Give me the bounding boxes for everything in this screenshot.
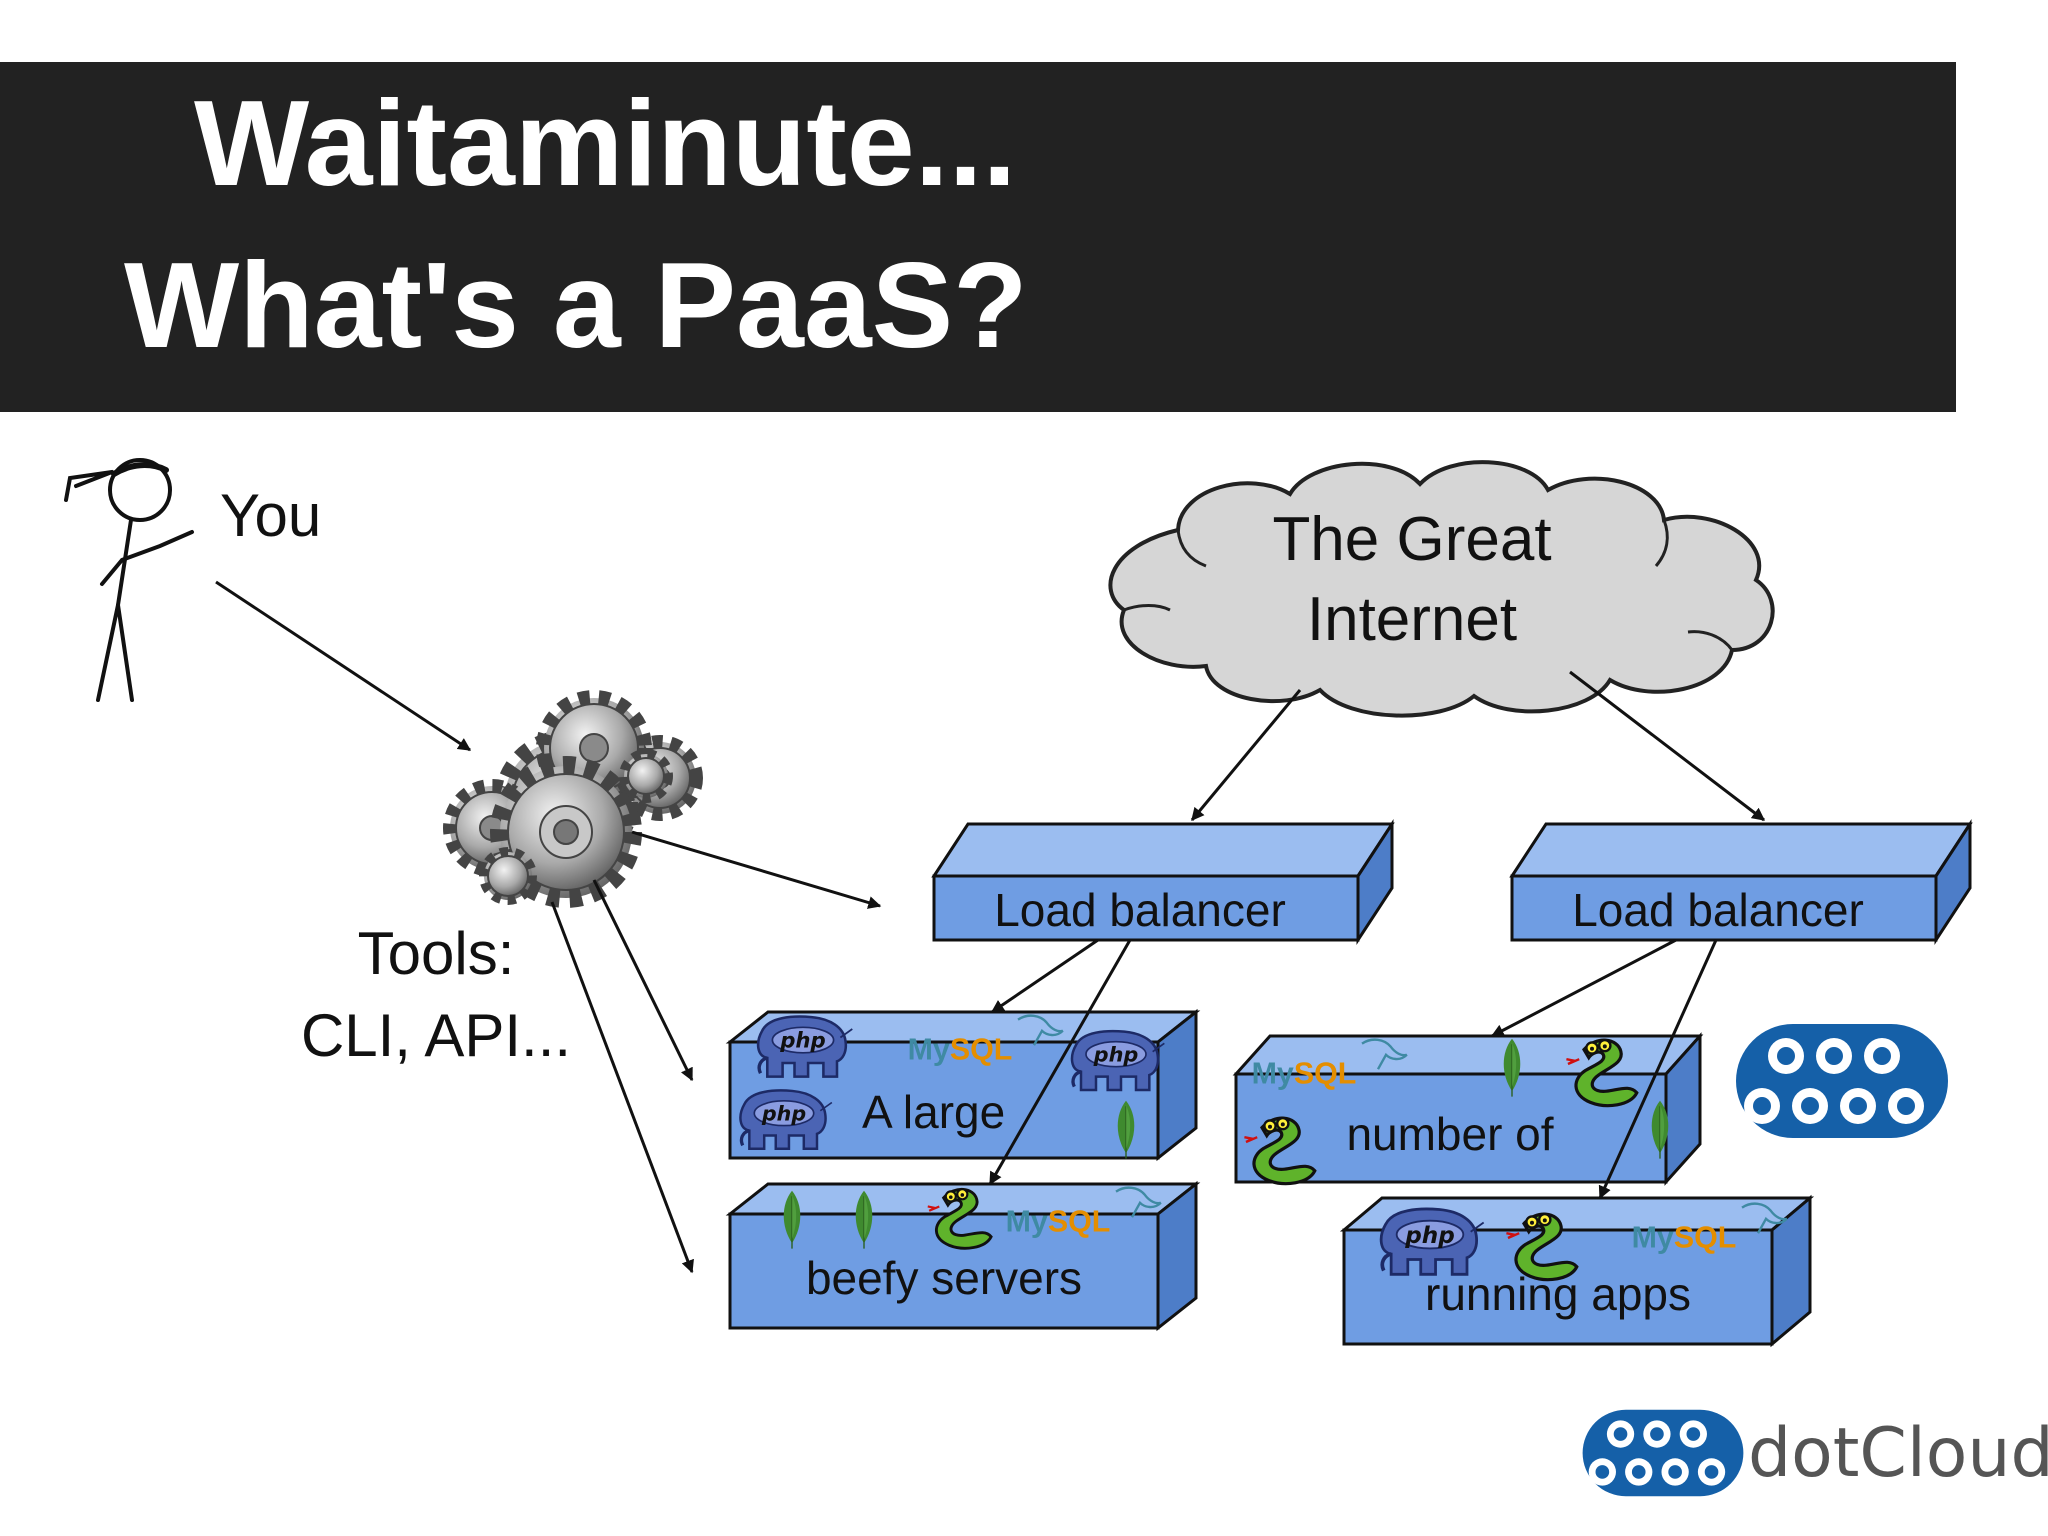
arrow-lb-right-to-server-c — [1490, 938, 1677, 1038]
arrow-tools-to-server-a — [592, 879, 694, 1082]
tools-list-label: CLI, API... — [301, 1002, 571, 1069]
load-balancer-right-label: Load balancer — [1572, 884, 1864, 936]
cloud-label-1: The Great — [1272, 505, 1551, 574]
php-elephant-icon — [1070, 1029, 1166, 1092]
server-d-label: running apps — [1425, 1268, 1691, 1320]
arrow-internet-to-lb-right — [1569, 670, 1766, 822]
arrow-tools-to-server-b — [550, 901, 694, 1274]
php-elephant-icon — [1379, 1207, 1486, 1277]
server-c-label: number of — [1346, 1108, 1553, 1160]
dotcloud-logo-icon — [1582, 1409, 1744, 1497]
tools-label: Tools: — [358, 920, 515, 987]
arrow-internet-to-lb-left — [1190, 689, 1302, 821]
arrow-lb-right-to-server-d — [1598, 939, 1718, 1200]
load-balancer-left-label: Load balancer — [994, 884, 1286, 936]
arrow-you-to-tools — [215, 580, 472, 752]
load-balancer-right: Load balancer — [1509, 818, 1973, 946]
cloud-icon — [1108, 460, 1775, 718]
you-label: You — [220, 482, 321, 549]
server-box-a: A large — [725, 1008, 1201, 1162]
title-line-2: What's a PaaS? — [124, 237, 1028, 373]
arrow-lb-left-to-server-b — [988, 939, 1132, 1186]
server-box-d: running apps — [1339, 1194, 1815, 1348]
arrows — [215, 580, 1766, 1274]
dotcloud-wordmark: dotCloud — [1748, 1414, 2048, 1493]
php-elephant-icon — [756, 1014, 854, 1079]
load-balancer-left: Load balancer — [931, 818, 1395, 946]
php-elephant-icon — [738, 1088, 834, 1151]
arrow-lb-left-to-server-a — [990, 938, 1099, 1014]
stick-figure-icon — [64, 458, 194, 702]
title-bar — [0, 62, 1956, 412]
gears-icon — [443, 690, 703, 908]
cloud-label-2: Internet — [1307, 585, 1517, 654]
server-a-label: A large — [862, 1086, 1005, 1138]
server-box-b: beefy servers — [725, 1180, 1201, 1332]
arrow-tools-to-lb — [631, 830, 882, 909]
dotcloud-logo-icon — [1736, 1024, 1948, 1138]
server-b-label: beefy servers — [806, 1252, 1082, 1304]
server-box-c: number of — [1232, 1032, 1704, 1186]
title-line-1: Waitaminute... — [194, 75, 1017, 211]
